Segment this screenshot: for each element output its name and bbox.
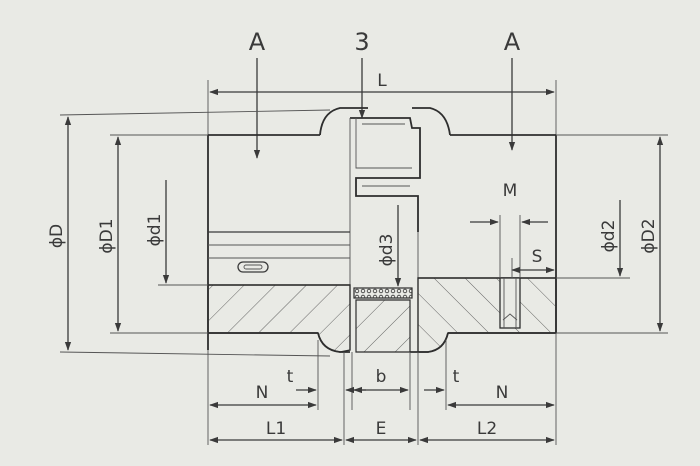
label-spacer-length: E: [376, 419, 387, 439]
hatched-sections: [207, 277, 557, 353]
label-spider-width: b: [376, 367, 387, 387]
dimension-bottom: [207, 333, 557, 445]
label-hub-diameter-2: ϕD2: [639, 218, 659, 253]
label-set-screw: M: [503, 181, 518, 201]
label-hub-diameter-1: ϕD1: [97, 218, 117, 253]
dimension-set-screw: [470, 215, 555, 278]
label-bore-diameter-2: ϕd2: [599, 220, 619, 253]
dimension-overall-length: [207, 80, 557, 142]
label-outer-diameter: ϕD: [47, 224, 67, 248]
label-set-screw-distance: S: [532, 247, 543, 267]
label-bore-diameter-1: ϕd1: [145, 214, 165, 247]
label-hub-length-right-engagement: N: [496, 383, 509, 403]
label-hub-length-left-engagement: N: [256, 383, 269, 403]
label-part-number: 3: [354, 28, 369, 56]
label-section-right: A: [504, 28, 521, 56]
label-gap-right: t: [453, 367, 460, 387]
label-hub-length-1: L1: [266, 419, 286, 439]
label-section-left: A: [249, 28, 266, 56]
label-spider-diameter: ϕd3: [377, 234, 397, 267]
label-hub-length-2: L2: [477, 419, 497, 439]
label-gap-left: t: [287, 367, 294, 387]
labels: A 3 A L ϕD ϕD1 ϕd1 ϕd3 ϕd2 ϕD2 M S N t b…: [47, 28, 659, 439]
label-overall-length: L: [377, 71, 387, 91]
dimension-diameters: [59, 109, 668, 357]
